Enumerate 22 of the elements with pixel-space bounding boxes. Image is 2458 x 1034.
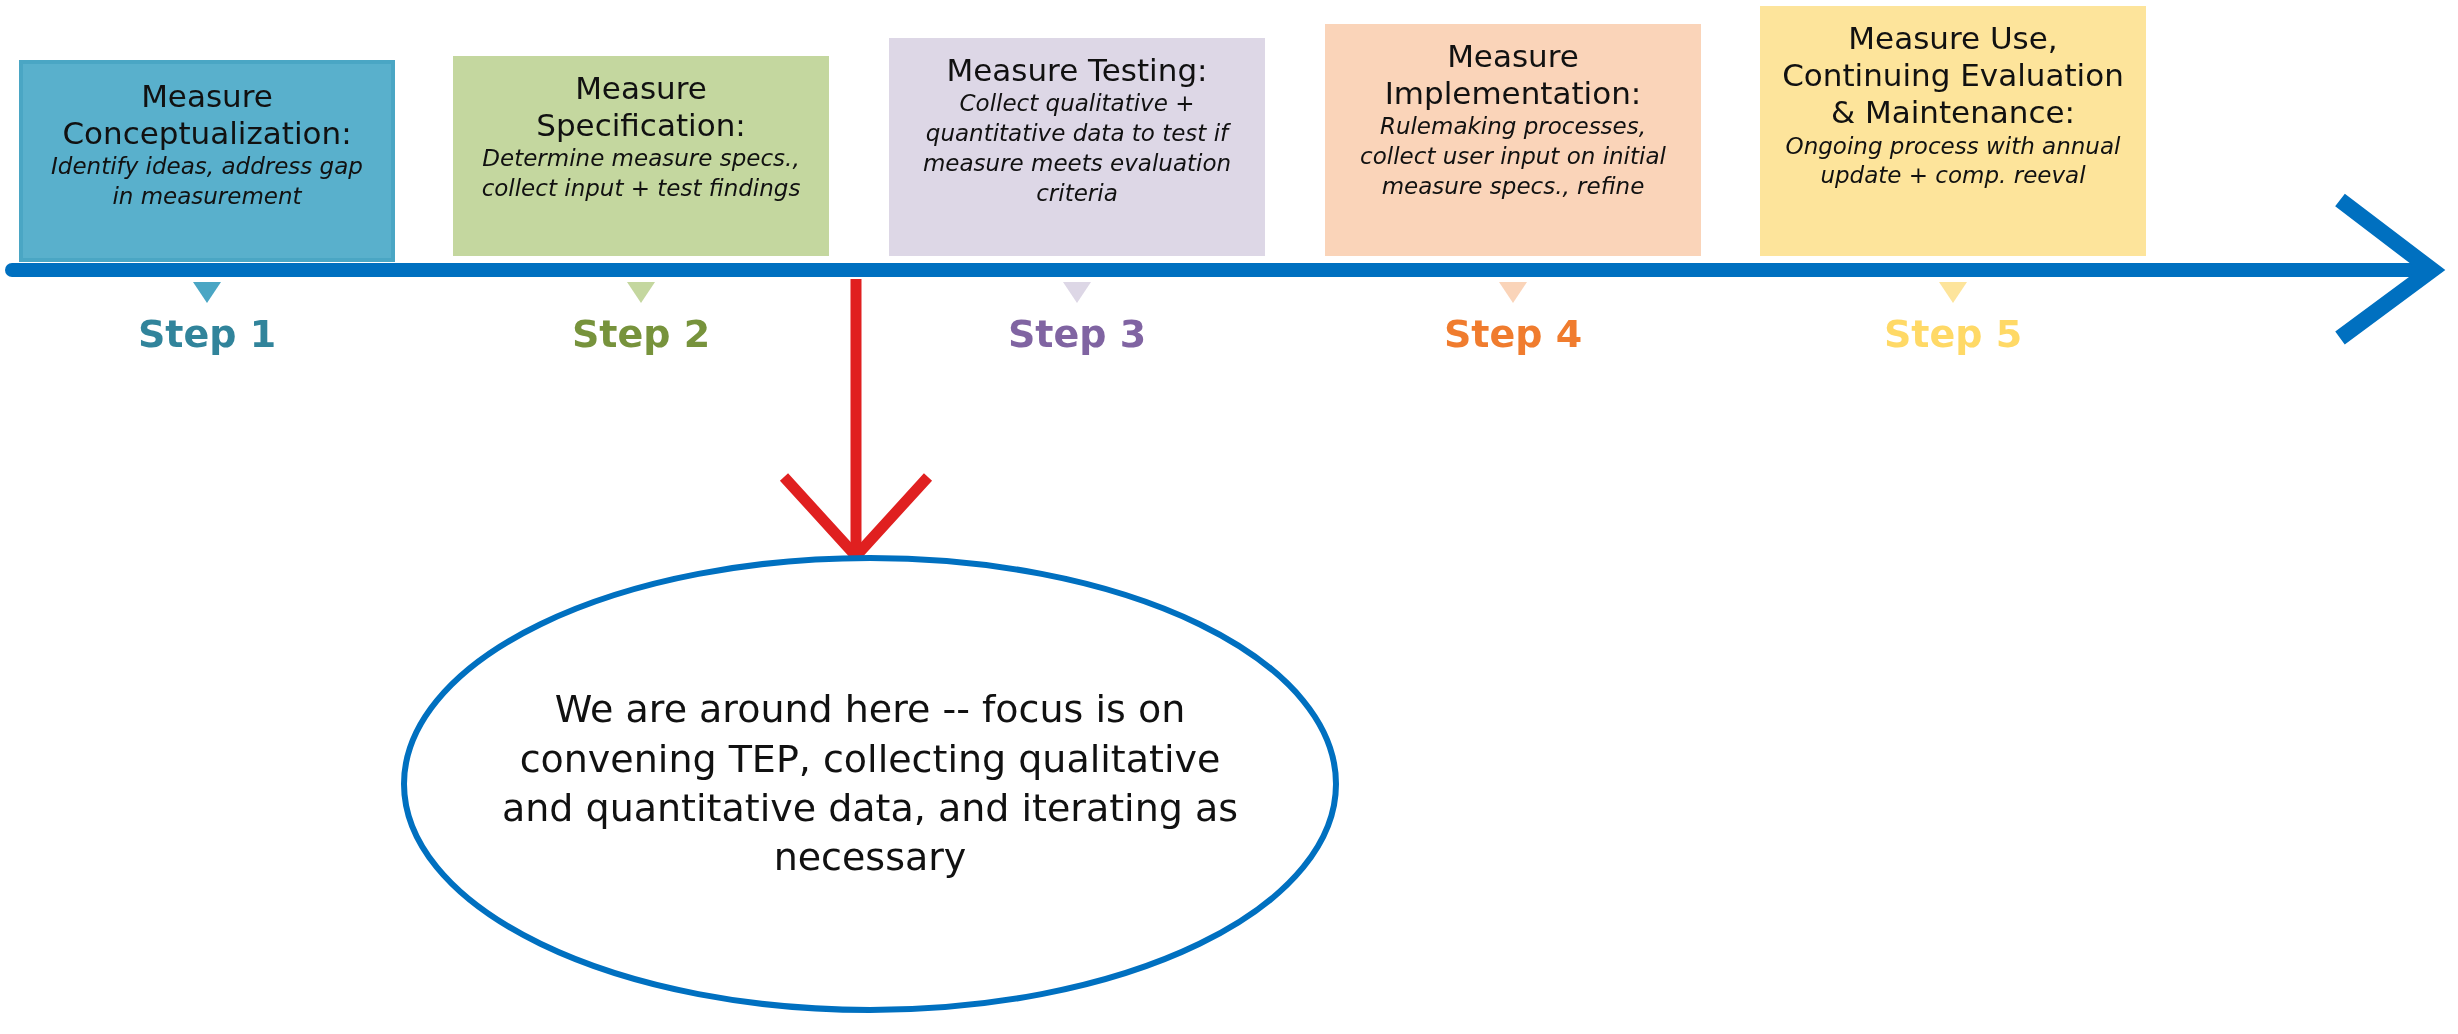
step-box bbox=[19, 60, 395, 262]
step-label: Step 1 bbox=[136, 312, 278, 356]
step-description: Collect qualitative + quantitative data to test if measure meets evaluation criteria bbox=[921, 89, 1233, 208]
step-description: Identify ideas, address gap in measurement bbox=[50, 152, 364, 212]
step-title: Measure Use, Continuing Evaluation & Maintenance: bbox=[1781, 20, 2125, 132]
step-title: Measure Testing: bbox=[946, 52, 1208, 90]
step-title: We are around here -- focus is on convening TEP, collecting qualitative and quantitative data, and iterating as necessary bbox=[500, 686, 1240, 882]
step-description: Determine measure specs., collect input + test findings bbox=[480, 144, 802, 204]
step-title: Measure Specification: bbox=[535, 70, 747, 145]
step-label: Step 3 bbox=[1006, 312, 1148, 356]
step-description: Rulemaking processes, collect user input on initial measure specs., refine bbox=[1359, 112, 1667, 202]
step-box bbox=[889, 38, 1265, 256]
step-box bbox=[1325, 24, 1701, 256]
step-title: Measure Implementation: bbox=[1383, 38, 1643, 113]
step-label: Step 2 bbox=[570, 312, 712, 356]
step-title: Measure Conceptualization: bbox=[61, 78, 353, 153]
step-box bbox=[453, 56, 829, 256]
step-label: Step 5 bbox=[1882, 312, 2024, 356]
step-box bbox=[1760, 6, 2146, 256]
callout-ellipse bbox=[400, 554, 1340, 1014]
step-label: Step 4 bbox=[1442, 312, 1584, 356]
step-description: Ongoing process with annual update + comp. reeval bbox=[1784, 131, 2122, 191]
